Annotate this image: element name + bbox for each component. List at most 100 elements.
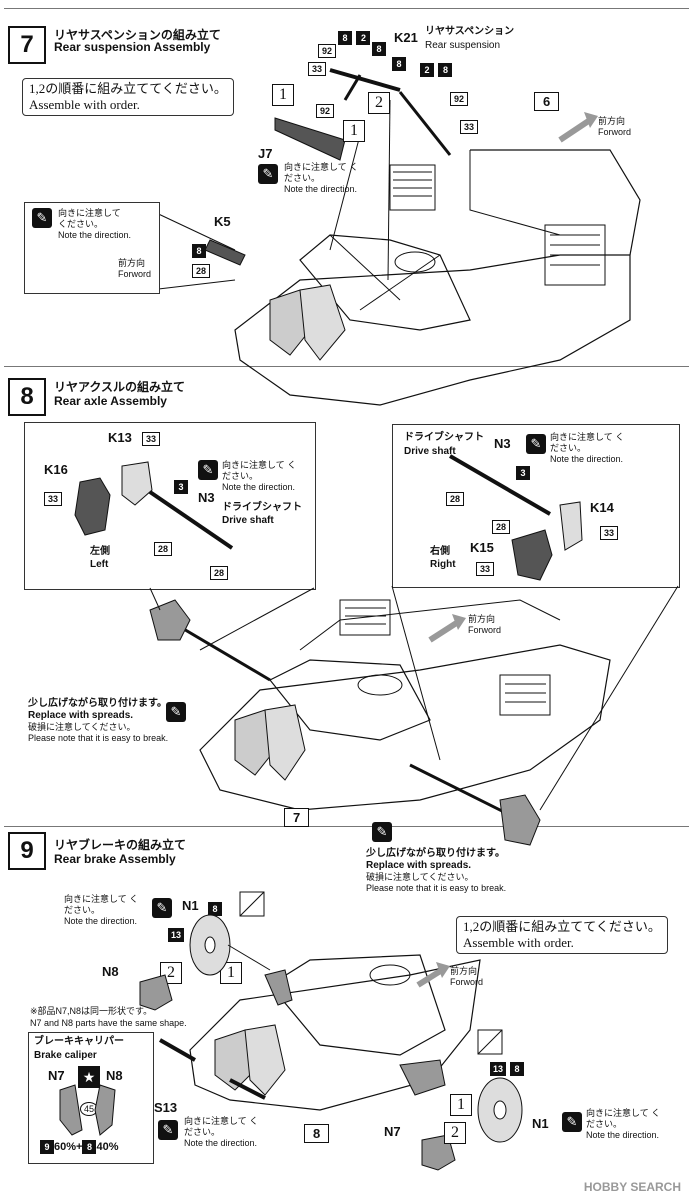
left-jp: 左側 <box>90 546 110 557</box>
break-jp: 破損に注意してください。 <box>28 722 136 732</box>
spread-en: Replace with spreads. <box>28 710 134 721</box>
forward-jp: 前方向 <box>468 614 496 624</box>
section-divider-8-9 <box>4 826 689 827</box>
direction-jp: 向きに注意して ください。 <box>284 162 359 183</box>
part-8-box: 8 <box>304 1124 330 1143</box>
part-k14: K14 <box>590 500 614 515</box>
step-9-title-en: Rear brake Assembly <box>54 852 176 866</box>
step-7-title-jp: リヤサスペンションの組み立て <box>54 28 221 42</box>
tag-2: 2 <box>356 31 371 45</box>
driveshaft-en-left: Drive shaft <box>222 515 274 526</box>
part-k13: K13 <box>108 430 132 445</box>
tag-8: 8 <box>438 63 453 77</box>
direction-note-left: 向きに注意して ください。 Note the direction. <box>222 460 302 493</box>
forward-jp: 前方向 <box>118 258 146 268</box>
direction-jp: 向きに注意して ください。 <box>586 1108 661 1129</box>
top-rule <box>4 8 689 9</box>
direction-en: Note the direction. <box>550 454 624 464</box>
step-7-number: 7 <box>8 26 46 64</box>
tag-28: 28 <box>210 566 228 580</box>
tag-8: 8 <box>510 1062 524 1076</box>
part-k16: K16 <box>44 462 68 477</box>
part-6-box: 6 <box>534 92 560 111</box>
tag-8: 8 <box>338 31 352 45</box>
star-icon: ★ <box>78 1066 100 1088</box>
order-marker-2c: 2 <box>444 1122 466 1144</box>
step-9-number: 9 <box>8 832 46 870</box>
driveshaft-en-right: Drive shaft <box>404 446 456 457</box>
direction-en: Note the direction. <box>64 916 138 926</box>
caution-icon: ✎ <box>372 822 392 842</box>
tag-28: 28 <box>492 520 510 534</box>
tag-92: 92 <box>450 92 468 106</box>
spread-en: Replace with spreads. <box>366 860 472 871</box>
order-notice-9: 1,2の順番に組み立ててください。 Assemble with order. <box>456 916 668 954</box>
direction-note-right: 向きに注意して ください。 Note the direction. <box>550 432 630 465</box>
caution-icon: ✎ <box>526 434 546 454</box>
order-marker-1: 1 <box>272 84 294 106</box>
direction-jp: 向きに注意して ください。 <box>222 460 297 481</box>
caliper-jp: ブレーキキャリパー <box>34 1036 124 1047</box>
direction-en: Note the direction. <box>284 184 358 194</box>
tag-8: 8 <box>192 244 206 258</box>
part-n3-right: N3 <box>494 436 511 451</box>
paint-ratio-2: 40% <box>96 1141 119 1153</box>
caution-icon: ✎ <box>158 1120 178 1140</box>
same-shape-en: N7 and N8 parts have the same shape. <box>30 1018 187 1028</box>
right-jp: 右側 <box>430 546 450 557</box>
direction-note-k5: 向きに注意して ください。 Note the direction. <box>58 208 131 241</box>
tag-33: 33 <box>460 120 478 134</box>
tag-33: 33 <box>44 492 62 506</box>
left-en: Left <box>90 559 109 570</box>
tag-28: 28 <box>446 492 464 506</box>
step-8-number: 8 <box>8 378 46 416</box>
part-n1-upper: N1 <box>182 898 199 913</box>
order-marker-2: 2 <box>368 92 390 114</box>
forward-note-9: 前方向 Forword <box>450 966 483 988</box>
tag-33: 33 <box>308 62 326 76</box>
step-9-title-jp: リヤブレーキの組み立て <box>54 838 187 852</box>
driveshaft-jp-left: ドライブシャフト <box>222 502 302 513</box>
part-n3-left: N3 <box>198 490 215 505</box>
direction-note-s13: 向きに注意して ください。 Note the direction. <box>184 1116 264 1149</box>
part-n8-caliper: N8 <box>106 1068 123 1083</box>
spread-note-right: 少し広げながら取り付けます。 Replace with spreads. 破損に… <box>366 848 506 894</box>
step-8-title-en: Rear axle Assembly <box>54 394 167 408</box>
driveshaft-jp-right: ドライブシャフト <box>404 432 484 443</box>
caliper-en: Brake caliper <box>34 1050 97 1061</box>
tags-upper-right: 8 <box>392 54 406 72</box>
rear-suspension-label-en: Rear suspension <box>425 40 501 51</box>
part-n7-caliper: N7 <box>48 1068 65 1083</box>
right-en: Right <box>430 559 456 570</box>
order-notice-jp: 1,2の順番に組み立ててください。 <box>463 919 661 934</box>
part-j7: J7 <box>258 146 273 161</box>
spread-jp: 少し広げながら取り付けます。 <box>28 698 167 709</box>
tag-92: 92 <box>316 104 334 118</box>
tag-13: 13 <box>168 928 184 942</box>
tag-28: 28 <box>192 264 210 278</box>
part-k21: K21 <box>394 30 418 45</box>
tag-2: 2 <box>420 63 434 77</box>
part-k15: K15 <box>470 540 494 555</box>
caution-icon: ✎ <box>198 460 218 480</box>
part-n1-lower: N1 <box>532 1116 549 1131</box>
forward-en: Forword <box>598 127 632 137</box>
tag-3: 3 <box>174 480 188 494</box>
spread-jp: 少し広げながら取り付けます。 <box>366 848 505 859</box>
direction-en: Note the direction. <box>184 1138 258 1148</box>
paint-ratio-1: 60%+ <box>54 1141 83 1153</box>
watermark: HOBBY SEARCH <box>583 1180 681 1194</box>
tag-92: 92 <box>318 44 336 58</box>
direction-jp: 向きに注意して ください。 <box>184 1116 259 1137</box>
order-notice-jp: 1,2の順番に組み立ててください。 <box>29 81 227 96</box>
forward-en: Forword <box>450 977 484 987</box>
direction-note-j7: 向きに注意して ください。 Note the direction. <box>284 162 364 195</box>
tag-8: 8 <box>372 42 386 56</box>
part-s13: S13 <box>154 1100 178 1115</box>
tag-8: 8 <box>82 1140 97 1154</box>
break-jp: 破損に注意してください。 <box>366 872 474 882</box>
break-en: Please note that it is easy to break. <box>28 733 169 743</box>
forward-jp: 前方向 <box>598 116 626 126</box>
